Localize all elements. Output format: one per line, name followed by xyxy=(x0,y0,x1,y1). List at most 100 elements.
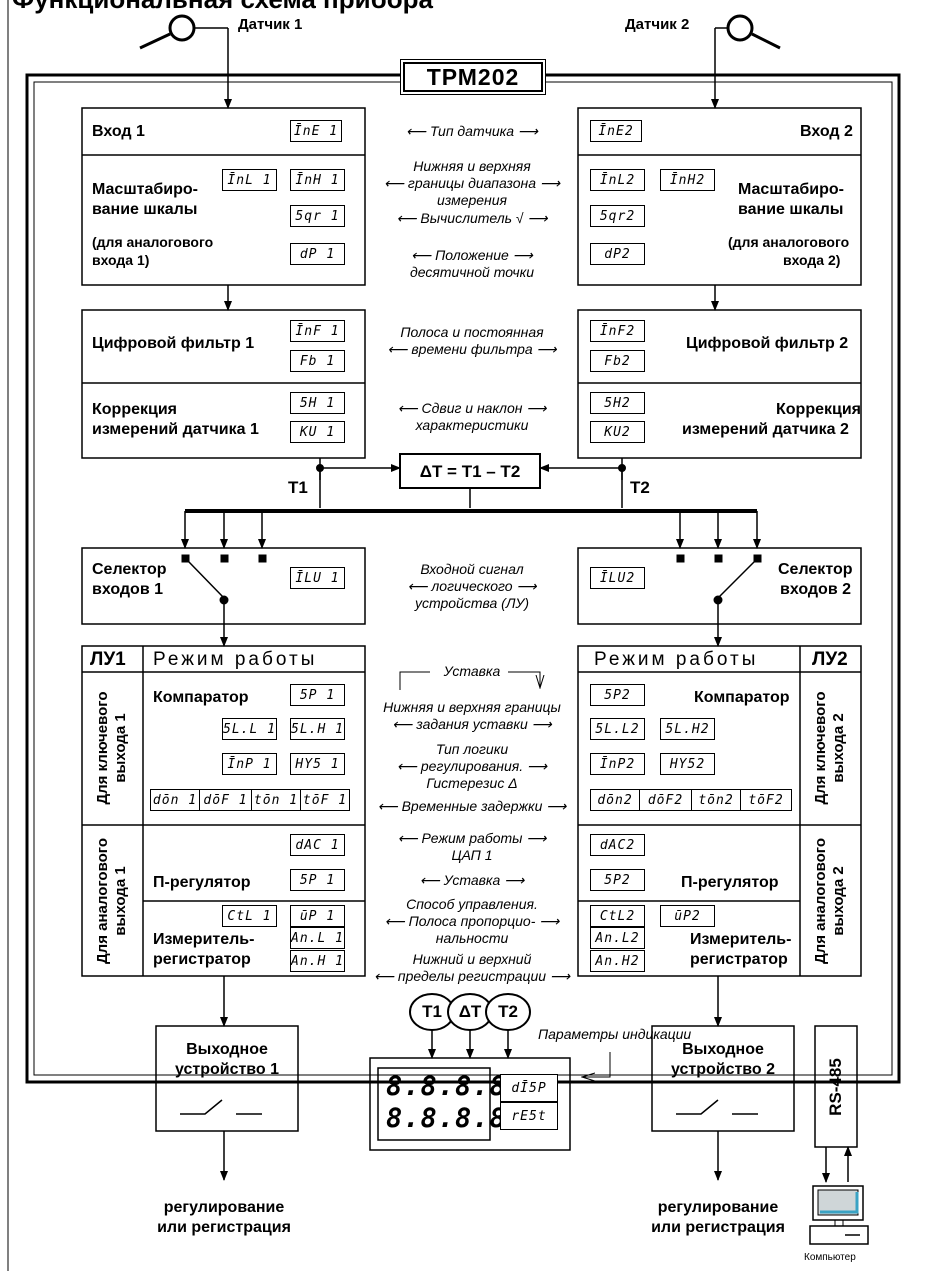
param-an-l-2: An.L2 xyxy=(590,927,645,949)
lu1-mode-label: Режим работы xyxy=(153,649,318,670)
label-setpoint-2: ⟵ Уставка ⟶ xyxy=(419,872,525,888)
scale-2-label-c: (для аналогового xyxy=(728,234,850,250)
corr-2-label-b: измерений датчика 2 xyxy=(682,421,849,438)
label-reg-a: Нижний и верхний xyxy=(412,951,532,967)
label-reg-b-text: пределы регистрации xyxy=(397,968,547,984)
label-range-a: Нижняя и верхняя xyxy=(413,158,531,174)
param-inf-1: ĪnF 1 xyxy=(290,320,345,342)
label-range-b-text: границы диапазона xyxy=(407,175,537,191)
lu1-an-label: Для аналогового выхода 1 xyxy=(94,838,129,964)
param-dof-2: dōF2 xyxy=(639,789,692,811)
display-segment-top: 8.8.8.8 xyxy=(386,1071,507,1102)
label-setpoint-2-text: Уставка xyxy=(443,872,501,888)
label-range-c: измерения xyxy=(436,192,508,208)
param-fb-1: Fb 1 xyxy=(290,350,345,372)
device-name-plate: ТРМ202 xyxy=(403,62,543,92)
label-ctrl-b-text: Полоса пропорцио- xyxy=(408,913,536,929)
input-2-label: Вход 2 xyxy=(800,123,853,140)
circle-t2-label: T2 xyxy=(498,1002,518,1021)
lu2-mode-label: Режим работы xyxy=(594,649,759,670)
param-inp-type-2: ĪnE2 xyxy=(590,120,642,142)
scale-1-label-c: (для аналогового xyxy=(92,234,214,250)
label-lu-c: устройства (ЛУ) xyxy=(414,595,530,611)
param-inp-type-1: ĪnE 1 xyxy=(290,120,342,142)
label-sp-range-b-text: задания уставки xyxy=(416,716,528,732)
out-1-label-a: Выходное xyxy=(186,1041,268,1058)
label-lu-b-text: логического xyxy=(431,578,513,594)
label-dot-a: ⟵ Положение ⟶ xyxy=(411,247,533,263)
out-2-label-b: устройство 2 xyxy=(670,1061,776,1078)
label-range-b: ⟵ границы диапазона ⟶ xyxy=(383,175,561,191)
scale-1-label-d: входа 1) xyxy=(92,252,150,268)
label-filt-a: Полоса и постоянная xyxy=(400,324,544,340)
label-ctrl-a: Способ управления. xyxy=(406,896,538,912)
delta-label: ΔT = T1 – T2 xyxy=(419,462,521,481)
param-in-low-1: ĪnL 1 xyxy=(222,169,277,191)
corr-2-label-a: Коррекция xyxy=(776,401,861,418)
label-logic-c: Гистерезис Δ xyxy=(426,775,518,791)
scale-2-label-a: Масштабиро- xyxy=(738,181,844,198)
param-disp: dĪ5P xyxy=(500,1074,558,1102)
lu1-preg-label: П-регулятор xyxy=(153,874,251,891)
param-sqr-2: 5qr2 xyxy=(590,205,645,227)
param-clu-2: ĪLU2 xyxy=(590,567,645,589)
param-sl-l-2: 5L.L2 xyxy=(590,718,645,740)
sensor-2-label: Датчик 2 xyxy=(625,16,690,33)
computer-label: Компьютер xyxy=(804,1252,856,1263)
label-calc-text: Вычислитель √ xyxy=(420,210,524,226)
t2-label: T2 xyxy=(630,478,650,497)
label-shift-a: ⟵ Сдвиг и наклон ⟶ xyxy=(397,400,547,416)
scale-2-label-b: вание шкалы xyxy=(738,201,844,218)
param-cmp-2: ĪnP2 xyxy=(590,753,645,775)
display-segment-bottom: 8.8.8.8 xyxy=(386,1103,507,1134)
result-1-label-b: или регистрация xyxy=(157,1219,291,1236)
param-tof-2: tōF2 xyxy=(740,789,792,811)
corr-1-label-b: измерений датчика 1 xyxy=(92,421,259,438)
out-2-label-a: Выходное xyxy=(682,1041,764,1058)
lu1-key-label: Для ключевого выхода 1 xyxy=(94,691,129,805)
label-reg-b: ⟵ пределы регистрации ⟶ xyxy=(373,968,571,984)
param-xp-2: ūP2 xyxy=(660,905,715,927)
param-inf-2: ĪnF2 xyxy=(590,320,645,342)
label-sensor-type: ⟵ Тип датчика ⟶ xyxy=(405,123,539,139)
param-in-low-2: ĪnL2 xyxy=(590,169,645,191)
scale-2-label-d: входа 2) xyxy=(783,252,841,268)
param-don-1: dōn 1 xyxy=(150,789,200,811)
param-xp-1: ūP 1 xyxy=(290,905,345,927)
param-sl-l-1: 5L.L 1 xyxy=(222,718,277,740)
filter-1-label: Цифровой фильтр 1 xyxy=(92,335,255,352)
label-logic-b-text: регулирования. xyxy=(420,758,524,774)
label-setpoint: Уставка xyxy=(443,663,501,679)
rs485-label: RS-485 xyxy=(826,1058,845,1116)
input-1-label: Вход 1 xyxy=(92,123,145,140)
param-dac-2: dAC2 xyxy=(590,834,645,856)
result-1-label-a: регулирование xyxy=(163,1199,285,1216)
param-reset: rE5t xyxy=(500,1102,558,1130)
sel-1-label-b: входов 1 xyxy=(92,581,164,598)
label-logic-b: ⟵ регулирования. ⟶ xyxy=(396,758,548,774)
param-sp-1b: 5P 1 xyxy=(290,869,345,891)
circle-dt-label: ΔT xyxy=(458,1002,482,1021)
label-sp-range-a: Нижняя и верхняя границы xyxy=(383,699,561,715)
param-sp-1: 5P 1 xyxy=(290,684,345,706)
lu2-meter-label-b: регистратор xyxy=(690,951,788,968)
label-calc: ⟵ Вычислитель √ ⟶ xyxy=(396,210,548,226)
filter-2-label: Цифровой фильтр 2 xyxy=(686,335,849,352)
param-ku-2: KU2 xyxy=(590,421,645,443)
sel-2-label-a: Селектор xyxy=(778,561,853,578)
lu1-meter-label-a: Измеритель- xyxy=(153,931,255,948)
param-an-h-1: An.H 1 xyxy=(290,950,345,972)
param-hys-1: HY5 1 xyxy=(290,753,345,775)
t1-label: T1 xyxy=(288,478,308,497)
label-lu-b: ⟵ логического ⟶ xyxy=(407,578,537,594)
param-sh-1: 5H 1 xyxy=(290,392,345,414)
circle-t1-label: T1 xyxy=(422,1002,442,1021)
label-ctrl-b: ⟵ Полоса пропорцио- ⟶ xyxy=(384,913,560,929)
param-dof-1: dōF 1 xyxy=(199,789,252,811)
param-ton-1: tōn 1 xyxy=(251,789,301,811)
device-name: ТРМ202 xyxy=(426,64,520,90)
label-ctrl-c: нальности xyxy=(435,930,509,946)
corr-1-label-a: Коррекция xyxy=(92,401,177,418)
lu2-preg-label: П-регулятор xyxy=(681,874,779,891)
sel-2-label-b: входов 2 xyxy=(780,581,852,598)
